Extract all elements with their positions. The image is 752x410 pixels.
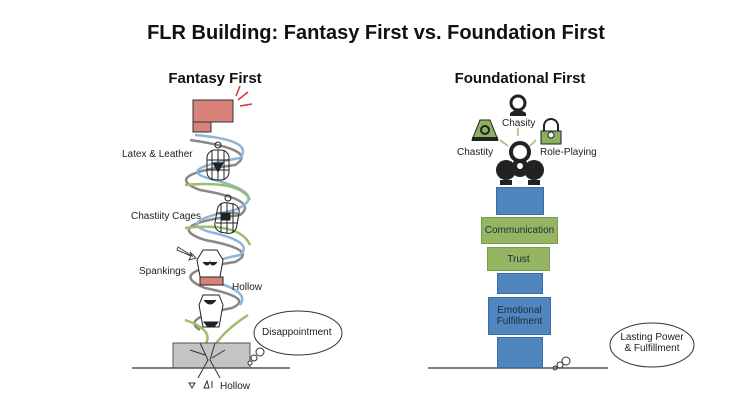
block-trust: Trust — [487, 247, 550, 271]
debris-icon — [188, 379, 213, 389]
lock-icon — [540, 118, 562, 145]
lock-icon — [471, 119, 499, 141]
icon-label-chasity: Chasity — [502, 118, 536, 129]
diagram-title: FLR Building: Fantasy First vs. Foundati… — [147, 22, 605, 44]
label-latex-leather: Latex & Leather — [122, 149, 193, 160]
label-spankings: Spankings — [139, 266, 186, 277]
thought-lasting-power: Lasting Power & Fulfillment — [620, 332, 684, 354]
birdcage-icon — [206, 141, 230, 181]
blue-block — [497, 337, 543, 368]
couple-icon — [496, 141, 544, 185]
icon-label-role-playing: Role-Playing — [540, 147, 597, 158]
block-emotional-fulfillment: Emotional Fulfillment — [488, 297, 551, 335]
label-hollow: Hollow — [232, 282, 263, 293]
thought-cloud-icon — [552, 322, 695, 371]
torso-icon — [196, 249, 224, 286]
blue-block — [497, 273, 543, 294]
birdcage-icon — [214, 194, 240, 234]
thought-cloud-icon — [247, 310, 343, 366]
thought-disappointment: Disappointment — [262, 327, 332, 338]
label-chastity-cages: Chastiity Cages — [131, 211, 202, 222]
icon-label-chastity: Chastity — [457, 147, 494, 158]
person-icon — [509, 94, 527, 116]
blue-block — [496, 187, 544, 215]
block-communication: Communication — [481, 217, 558, 244]
arrow-icon — [176, 246, 197, 261]
torso-icon — [198, 294, 224, 328]
platform-shoe-icon — [192, 85, 253, 133]
fantasy-first-heading: Fantasy First — [168, 70, 262, 87]
label-hollow-bottom: Hollow — [220, 381, 251, 392]
foundational-first-heading: Foundational First — [454, 70, 586, 87]
